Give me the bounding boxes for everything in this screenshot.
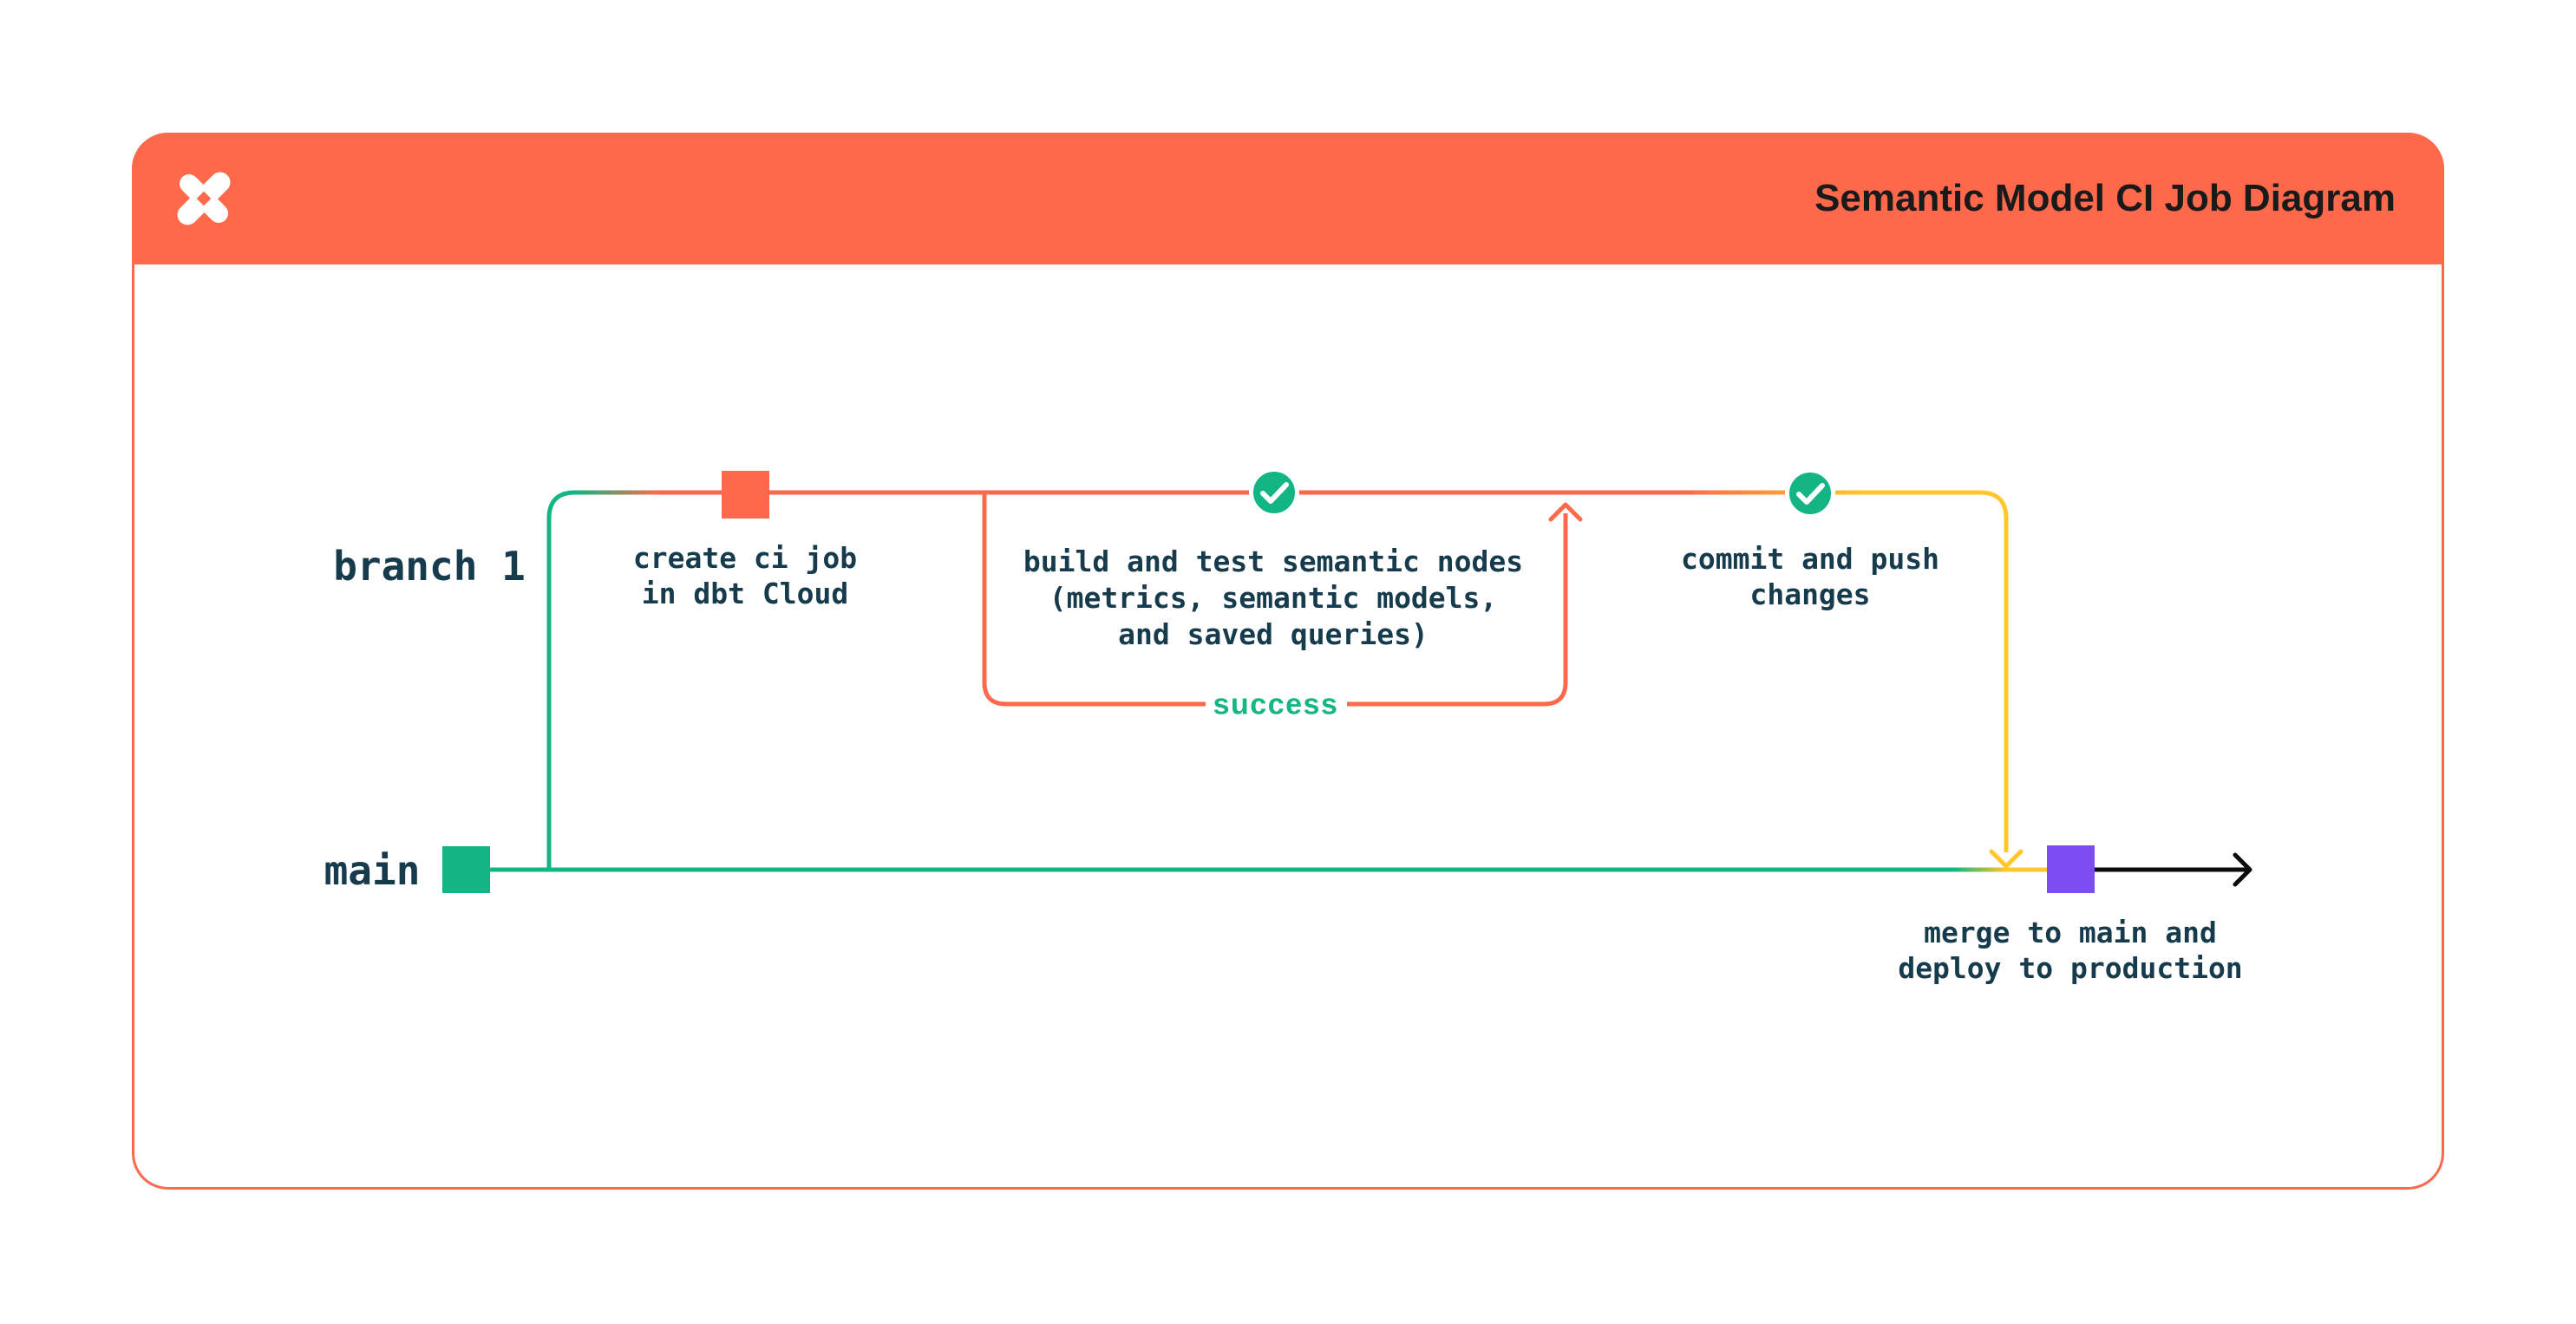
merge-commit-square-icon (2047, 845, 2095, 893)
create-ci-commit-square-icon (722, 471, 769, 519)
node-text-line: merge to main and (1924, 916, 2217, 949)
node-text-line: and saved queries) (1118, 617, 1429, 651)
node-text-line: changes (1749, 577, 1871, 611)
check-circle-icon (1249, 467, 1299, 518)
success-label: success (1213, 688, 1339, 721)
success-loop-arrow (982, 494, 1583, 707)
node-text-line: (metrics, semantic models, (1049, 581, 1498, 615)
arrowhead-up-icon (1548, 502, 1583, 522)
card-header: Semantic Model CI Job Diagram (132, 133, 2444, 264)
node-build-test-label: build and test semantic nodes (metrics, … (1023, 544, 1523, 653)
node-text-line: commit and push (1680, 542, 1940, 576)
node-text-line: create ci job (632, 541, 858, 575)
main-label: main (324, 847, 421, 894)
node-merge-deploy-label: merge to main and deploy to production (1898, 915, 2242, 986)
node-create-ci-job-label: create ci job in dbt Cloud (633, 540, 857, 611)
main-commit-square-icon (442, 846, 490, 893)
dbt-logo-icon (177, 172, 231, 225)
node-commit-push-label: commit and push changes (1681, 541, 1939, 612)
arrowhead-right-icon (2233, 852, 2252, 887)
arrowhead-down-icon (1989, 849, 2024, 869)
diagram-card: Semantic Model CI Job Diagram (132, 133, 2444, 1190)
node-text-line: in dbt Cloud (641, 577, 849, 610)
node-text-line: build and test semantic nodes (1023, 545, 1524, 578)
check-circle-icon (1785, 468, 1835, 519)
branch1-label: branch 1 (333, 543, 526, 590)
page-title: Semantic Model CI Job Diagram (1814, 177, 2396, 219)
node-text-line: deploy to production (1898, 951, 2243, 985)
production-arrow (2095, 852, 2252, 887)
